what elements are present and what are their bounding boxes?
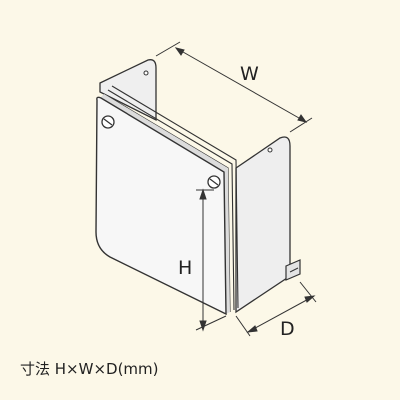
height-dimension xyxy=(195,188,227,332)
screw-top-right xyxy=(207,175,221,189)
side-flange xyxy=(235,136,291,314)
dimension-caption: 寸法 H×W×D(mm) xyxy=(20,360,159,378)
mounting-hole xyxy=(267,147,273,153)
screw-top-left xyxy=(101,115,115,129)
height-label: H xyxy=(178,257,192,279)
width-dimension xyxy=(155,41,313,133)
width-label: W xyxy=(240,63,259,85)
mounting-hole xyxy=(143,70,149,76)
depth-label: D xyxy=(280,318,295,340)
cover-front-face xyxy=(95,96,227,316)
bottom-bracket xyxy=(285,259,301,281)
depth-dimension xyxy=(235,281,317,337)
back-flange xyxy=(99,59,157,122)
